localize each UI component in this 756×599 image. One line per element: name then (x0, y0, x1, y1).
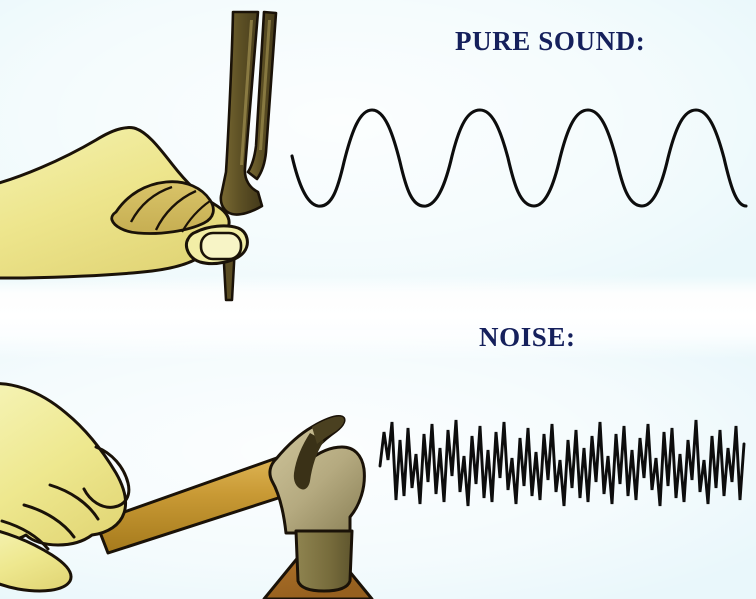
hand-holding-tuning-fork-illustration (0, 10, 278, 302)
hand-palm (0, 126, 231, 280)
hammer-claw-notch (293, 433, 324, 490)
tuning-fork-tines (219, 10, 264, 216)
tuning-fork-highlight (240, 20, 253, 165)
finger-top (82, 445, 131, 509)
hammer-striking-face (294, 529, 354, 593)
finger-line-2 (154, 189, 197, 231)
finger-knuckle-2 (22, 503, 76, 539)
hand-holding-hammer-illustration (0, 382, 374, 599)
hammer-claw-tip (312, 416, 344, 444)
fingers-lower (0, 530, 73, 593)
tuning-fork-highlight-2 (259, 20, 271, 150)
pure-sound-waveform (290, 108, 748, 208)
hand-palm-hammer (0, 382, 128, 547)
tuning-fork-second-tine (246, 10, 278, 181)
thumbnail (199, 231, 243, 261)
pure-sound-label: PURE SOUND: (455, 26, 646, 56)
finger-knuckle-3 (0, 519, 50, 551)
noise-wave-path (378, 419, 746, 507)
finger-knuckle-1 (48, 483, 100, 521)
noise-waveform (378, 419, 746, 507)
noise-label: NOISE: (479, 322, 576, 352)
sine-wave-path (290, 108, 748, 208)
finger-line-3 (181, 200, 211, 233)
finger-line-1 (129, 185, 173, 223)
